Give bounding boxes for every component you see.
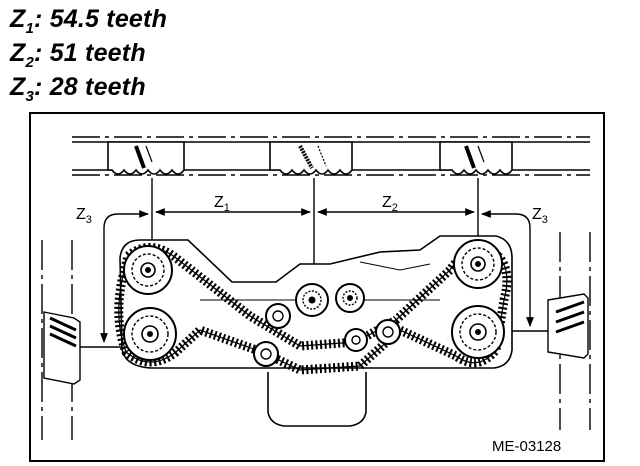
belt-segment-right [439,141,513,175]
label-z3-right: Z3 [532,206,548,226]
tensioner-pulley [265,303,291,329]
spec-z1-subscript: 1 [25,20,35,37]
spec-z1: Z1: 54.5 teeth [10,4,168,37]
crank-sprocket [295,283,329,317]
spec-z2: Z2: 51 teeth [10,38,146,71]
cam-sprocket-right-intake [453,239,503,289]
idler-pulley-right [375,319,401,345]
label-z1: Z1 [214,194,230,214]
crank-belt-right [547,232,591,430]
spec-z1-text: : 54.5 teeth [34,5,168,33]
figure-frame [29,112,605,462]
cam-sprocket-left-intake [123,245,173,295]
spec-z2-symbol: Z [10,39,26,67]
spec-z3-text: : 28 teeth [34,73,146,101]
label-z2: Z2 [382,194,398,214]
cam-sprocket-right-exhaust [451,305,505,359]
dimension-z3-left [80,210,149,348]
idler-pulley-lower-left [253,341,279,367]
spec-z3-subscript: 3 [25,88,35,105]
spec-z2-text: : 51 teeth [34,39,146,67]
idler-pulley-lower-center [344,328,368,352]
crank-belt-left [41,240,81,440]
spec-z3: Z3: 28 teeth [10,72,146,105]
spec-z3-symbol: Z [10,73,26,101]
belt-segment-left [107,141,185,175]
idler-pulley-upper [335,283,365,313]
label-z3-left: Z3 [76,206,92,226]
spec-z1-symbol: Z [10,5,26,33]
figure-code: ME-03128 [492,438,561,455]
belt-segment-center [269,141,353,175]
cam-sprocket-left-exhaust [123,307,177,361]
spec-z2-subscript: 2 [25,54,35,71]
